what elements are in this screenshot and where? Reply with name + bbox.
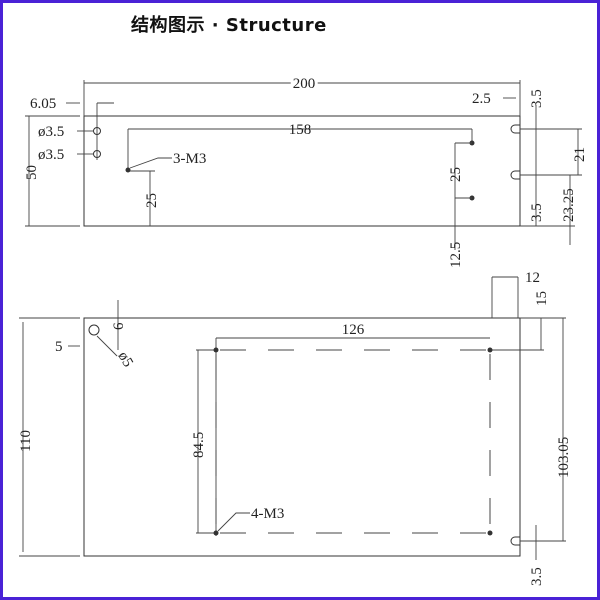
dim-hole-top: 6 bbox=[111, 322, 127, 330]
dim-screw-spacing-y: 84.5 bbox=[191, 432, 207, 458]
dim-hole-diameter: ø5 bbox=[115, 349, 136, 370]
mount-hole bbox=[93, 127, 101, 135]
label-3-m3: 3-M3 bbox=[173, 151, 206, 167]
dim-hole-spacing: 158 bbox=[289, 122, 312, 138]
dim-hole-2: ø3.5 bbox=[38, 147, 64, 163]
dim-overall-width: 200 bbox=[293, 76, 316, 92]
dim-right-margin: 12 bbox=[525, 270, 540, 286]
bottom-view: 12 15 6 5 ø5 126 110 84.5 103.05 4-M3 3.… bbox=[18, 270, 572, 586]
m3-screw-hole bbox=[125, 167, 131, 173]
m3-screw-hole bbox=[213, 347, 219, 353]
dim-slot-bottom-2: 3.5 bbox=[529, 567, 545, 586]
m3-screw-hole bbox=[487, 530, 493, 536]
dim-screw-spacing-x: 126 bbox=[342, 322, 365, 338]
dim-hole-1: ø3.5 bbox=[38, 124, 64, 140]
m3-screw-hole bbox=[487, 347, 493, 353]
dim-right-screw-bottom: 12.5 bbox=[448, 242, 464, 268]
dim-slot-offset: 23.25 bbox=[561, 188, 577, 222]
dim-slot-height: 103.05 bbox=[556, 437, 572, 478]
dim-top-margin: 15 bbox=[534, 291, 550, 306]
top-view: 200 6.05 2.5 3.5 ø3.5 ø3.5 158 3-M3 50 2… bbox=[24, 73, 588, 268]
slot bbox=[510, 170, 520, 180]
dim-height-110: 110 bbox=[18, 430, 34, 452]
slot bbox=[510, 124, 520, 134]
dim-height-50: 50 bbox=[24, 165, 40, 180]
dim-screw-height: 25 bbox=[144, 193, 160, 208]
dim-slot-edge: 2.5 bbox=[472, 91, 491, 107]
label-4-m3: 4-M3 bbox=[251, 506, 284, 522]
dim-right-screw-spacing: 25 bbox=[448, 167, 464, 182]
dim-left-offset: 6.05 bbox=[30, 96, 56, 112]
slot bbox=[510, 536, 520, 546]
dim-slot-spacing: 21 bbox=[572, 147, 588, 162]
mount-hole bbox=[93, 150, 101, 158]
dim-slot-top: 3.5 bbox=[529, 89, 545, 108]
dim-hole-left: 5 bbox=[55, 339, 63, 355]
dim-slot-bottom: 3.5 bbox=[529, 203, 545, 222]
bottom-plate-outline bbox=[83, 317, 521, 557]
m3-screw-hole bbox=[213, 530, 219, 536]
diagram-title: 结构图示 · Structure bbox=[131, 15, 327, 36]
mount-hole-5 bbox=[88, 324, 100, 336]
